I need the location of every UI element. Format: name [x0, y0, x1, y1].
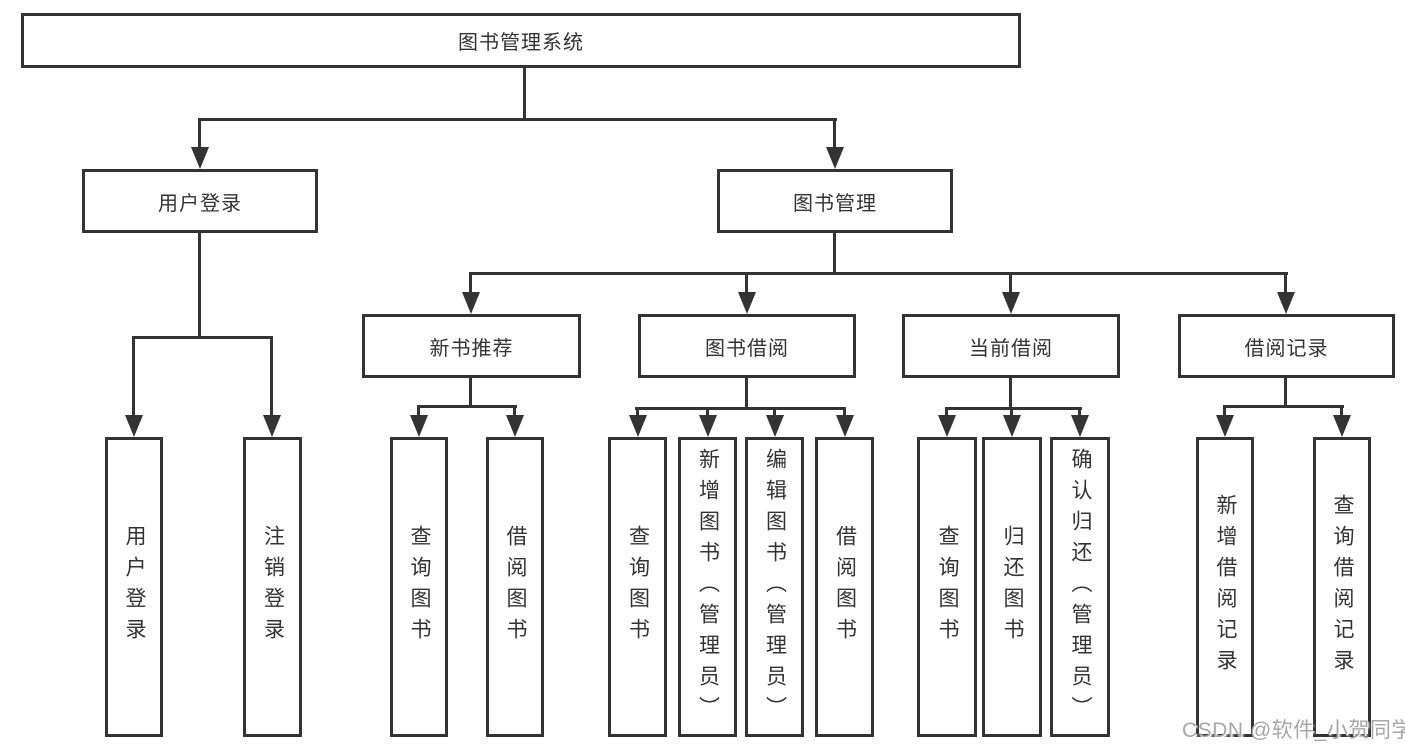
arrow-down-icon [506, 415, 524, 437]
connector-line [1223, 405, 1226, 415]
arrow-down-icon [836, 415, 854, 437]
node-book-borrow-label: 图书借阅 [705, 337, 789, 360]
connector-line [132, 336, 273, 339]
node-book-borrow: 图书借阅 [638, 314, 856, 378]
connector-line [417, 405, 420, 415]
connector-line [132, 336, 135, 415]
connector-line [469, 272, 1288, 275]
connector-line [636, 407, 639, 415]
leaf-current-confirm-admin: 确认归还（管理员） [1050, 437, 1110, 737]
node-new-book-recommend-label: 新书推荐 [429, 337, 514, 360]
arrow-down-icon [462, 292, 480, 314]
connector-line [198, 118, 837, 121]
leaf-record-query: 查询借阅记录 [1313, 437, 1371, 737]
node-root: 图书管理系统 [21, 13, 1021, 68]
connector-line [198, 118, 201, 147]
connector-line [1284, 272, 1287, 292]
leaf-borrow-query: 查询图书 [608, 437, 667, 737]
arrow-down-icon [191, 147, 209, 169]
node-user-login-label: 用户登录 [158, 192, 242, 215]
connector-line [469, 272, 472, 292]
connector-line [833, 233, 836, 272]
connector-line [945, 407, 1082, 410]
connector-line [833, 118, 836, 147]
node-current-borrow-label: 当前借阅 [969, 337, 1053, 360]
arrow-down-icon [699, 415, 717, 437]
leaf-borrow-query-label: 查询图书 [626, 525, 650, 649]
arrow-down-icon [1333, 415, 1351, 437]
arrow-down-icon [766, 415, 784, 437]
connector-line [635, 407, 846, 410]
connector-line [745, 272, 748, 292]
node-current-borrow: 当前借阅 [902, 314, 1120, 378]
connector-line [1010, 407, 1013, 415]
node-new-book-recommend: 新书推荐 [362, 314, 581, 378]
leaf-borrow-add-admin: 新增图书（管理员） [678, 437, 737, 737]
arrow-down-icon [263, 415, 281, 437]
leaf-borrow-add-admin-label: 新增图书（管理员） [696, 447, 720, 727]
connector-line [1009, 378, 1012, 407]
connector-line [270, 336, 273, 415]
leaf-borrow-borrow-label: 借阅图书 [833, 525, 857, 649]
leaf-record-query-label: 查询借阅记录 [1331, 494, 1355, 680]
leaf-record-add: 新增借阅记录 [1196, 437, 1254, 737]
arrow-down-icon [1003, 415, 1021, 437]
node-root-label: 图书管理系统 [458, 32, 584, 54]
arrow-down-icon [410, 415, 428, 437]
node-book-management: 图书管理 [717, 169, 953, 233]
connector-line [706, 407, 709, 415]
node-borrow-record-label: 借阅记录 [1244, 337, 1329, 360]
arrow-down-icon [1277, 292, 1295, 314]
connector-line [198, 233, 201, 336]
leaf-logout-label: 注销登录 [261, 525, 285, 649]
arrow-down-icon [1071, 415, 1089, 437]
arrow-down-icon [738, 292, 756, 314]
leaf-borrow-borrow: 借阅图书 [815, 437, 874, 737]
connector-line [843, 407, 846, 415]
arrow-down-icon [1216, 415, 1234, 437]
connector-line [1284, 378, 1287, 405]
connector-line [745, 378, 748, 407]
connector-line [1340, 405, 1343, 415]
leaf-newbook-query-label: 查询图书 [408, 525, 432, 649]
connector-line [469, 378, 472, 408]
node-borrow-record: 借阅记录 [1178, 314, 1395, 378]
arrow-down-icon [1002, 292, 1020, 314]
arrow-down-icon [629, 415, 647, 437]
arrow-down-icon [125, 415, 143, 437]
connector-line [773, 407, 776, 415]
leaf-newbook-borrow: 借阅图书 [486, 437, 544, 737]
connector-line [945, 407, 948, 415]
leaf-logout: 注销登录 [243, 437, 302, 737]
connector-line [1223, 405, 1344, 408]
leaf-user-login: 用户登录 [105, 437, 163, 737]
connector-line [417, 405, 517, 408]
leaf-current-return-label: 归还图书 [1001, 525, 1025, 649]
leaf-user-login-label: 用户登录 [123, 525, 147, 649]
leaf-borrow-edit-admin-label: 编辑图书（管理员） [763, 447, 787, 727]
connector-line [513, 405, 516, 415]
leaf-current-query-label: 查询图书 [936, 525, 960, 649]
node-user-login: 用户登录 [82, 169, 318, 233]
csdn-watermark: CSDN @软件_小贺同学 [1182, 719, 1405, 742]
leaf-newbook-borrow-label: 借阅图书 [504, 525, 528, 649]
connector-line [523, 68, 526, 118]
connector-line [1078, 407, 1081, 415]
leaf-record-add-label: 新增借阅记录 [1214, 494, 1238, 680]
leaf-current-confirm-admin-label: 确认归还（管理员） [1069, 447, 1093, 727]
arrow-down-icon [826, 147, 844, 169]
leaf-current-query: 查询图书 [917, 437, 977, 737]
arrow-down-icon [938, 415, 956, 437]
node-book-management-label: 图书管理 [793, 192, 877, 215]
leaf-borrow-edit-admin: 编辑图书（管理员） [745, 437, 804, 737]
leaf-newbook-query: 查询图书 [390, 437, 448, 737]
leaf-current-return: 归还图书 [982, 437, 1042, 737]
connector-line [1009, 272, 1012, 292]
